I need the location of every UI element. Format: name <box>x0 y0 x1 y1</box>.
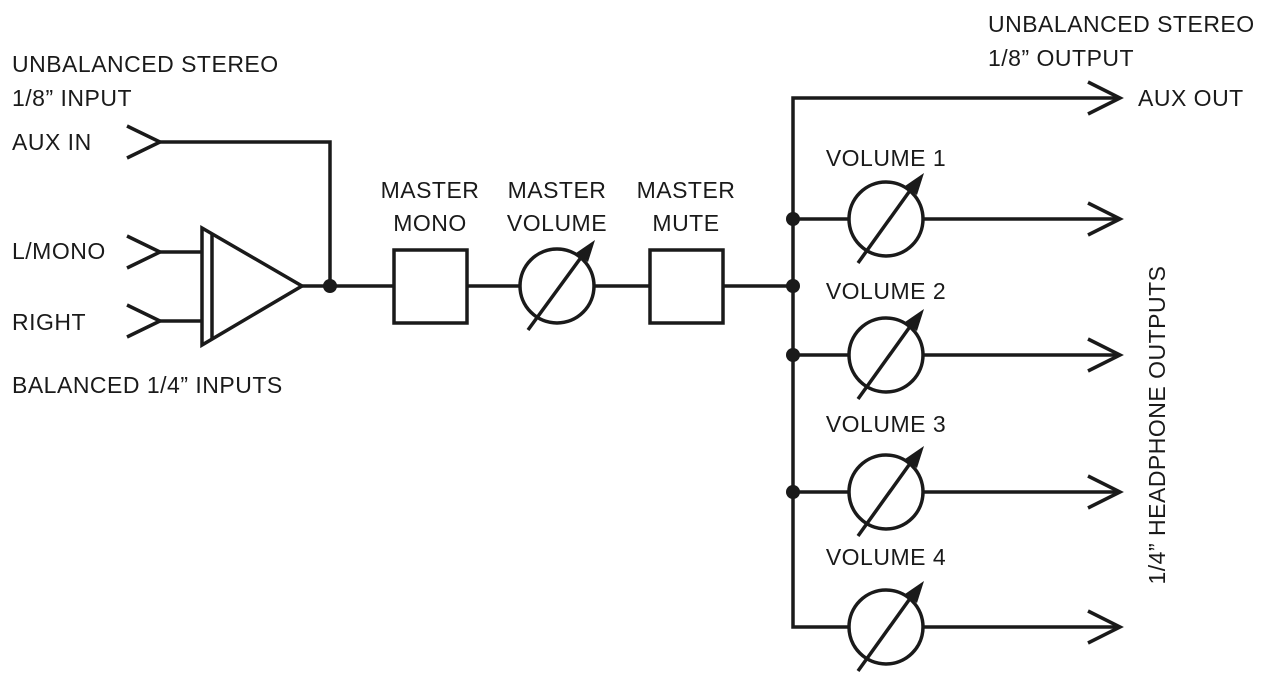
master-mono-box <box>392 248 469 325</box>
label-master-mono-line1: MASTER <box>381 177 480 203</box>
label-aux-out: AUX OUT <box>1138 85 1244 111</box>
volume-2-knob-icon <box>847 309 925 401</box>
label-master-mute-line1: MASTER <box>637 177 736 203</box>
aux-in-connector-icon <box>126 124 165 160</box>
label-l-mono: L/MONO <box>12 238 106 264</box>
hp3-arrow-icon <box>1087 474 1124 510</box>
hp2-arrow-icon <box>1087 337 1124 373</box>
label-volume-3: VOLUME 3 <box>826 411 946 437</box>
label-unbalanced-input-line1: UNBALANCED STEREO <box>12 51 279 77</box>
label-unbalanced-input-line2: 1/8” INPUT <box>12 85 132 111</box>
hp1-arrow-icon <box>1087 201 1124 237</box>
input-amplifier-icon <box>200 224 306 349</box>
label-volume-2: VOLUME 2 <box>826 278 946 304</box>
label-headphone-outputs: 1/4” HEADPHONE OUTPUTS <box>1144 266 1170 585</box>
label-unbalanced-output-line1: UNBALANCED STEREO <box>988 11 1255 37</box>
label-right: RIGHT <box>12 309 86 335</box>
label-master-volume-line1: MASTER <box>508 177 607 203</box>
volume-4-knob-icon <box>847 581 925 673</box>
volume-3-knob-icon <box>847 446 925 538</box>
label-volume-1: VOLUME 1 <box>826 145 946 171</box>
l-mono-connector-icon <box>126 234 165 270</box>
label-balanced-inputs: BALANCED 1/4” INPUTS <box>12 372 283 398</box>
summing-node <box>323 279 337 293</box>
output-bus-wire <box>791 96 1120 629</box>
label-aux-in: AUX IN <box>12 129 92 155</box>
master-mute-box <box>648 248 725 325</box>
label-unbalanced-output-line2: 1/8” OUTPUT <box>988 45 1134 71</box>
label-volume-4: VOLUME 4 <box>826 544 946 570</box>
aux-in-wire <box>160 140 332 286</box>
aux-out-arrow-icon <box>1087 80 1124 116</box>
bus-node-main <box>786 279 800 293</box>
label-master-mono-line2: MONO <box>393 210 467 236</box>
hp4-arrow-icon <box>1087 609 1124 645</box>
master-volume-knob-icon <box>518 240 596 332</box>
label-master-mute-line2: MUTE <box>652 210 719 236</box>
volume-1-knob-icon <box>847 173 925 265</box>
label-master-volume-line2: VOLUME <box>507 210 607 236</box>
right-connector-icon <box>126 303 165 339</box>
